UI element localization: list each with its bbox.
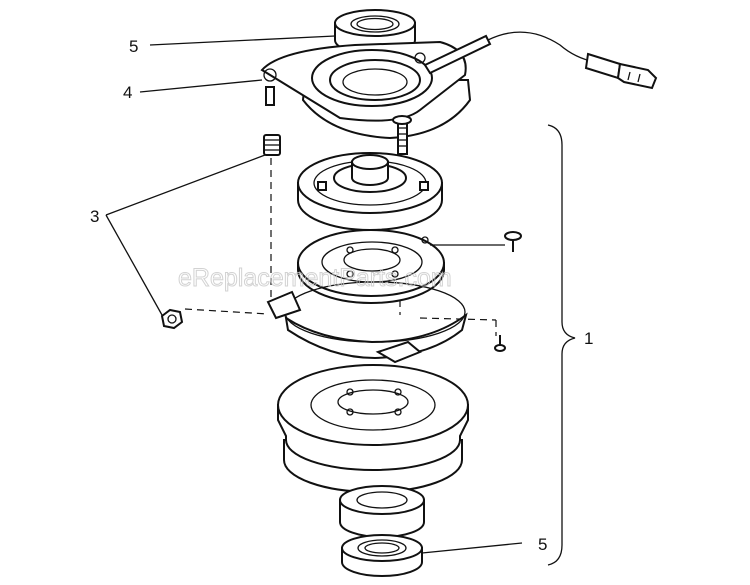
- spring: [263, 134, 281, 300]
- field-coil-flange: [260, 31, 658, 155]
- pulley: [277, 364, 469, 493]
- watermark: eReplacementParts.com: [178, 264, 452, 292]
- leader-3b: [105, 214, 163, 316]
- leader-4: [139, 79, 263, 93]
- callout-3: 3: [90, 207, 99, 226]
- leader-5-bottom: [421, 542, 523, 554]
- hub-spacer: [339, 485, 425, 538]
- callout-5-top: 5: [129, 37, 138, 56]
- rivets: [419, 231, 522, 352]
- callout-5-bottom: 5: [538, 535, 547, 554]
- assembly-bracket: [547, 124, 576, 566]
- callout-1: 1: [584, 329, 593, 348]
- hex-nut: [160, 308, 184, 330]
- brake-band: [184, 281, 468, 364]
- armature-plate: [297, 229, 445, 315]
- leader-3a: [105, 154, 266, 216]
- rotor: [297, 152, 443, 231]
- leader-5-top: [149, 35, 336, 46]
- bearing-bottom: [341, 534, 423, 577]
- callout-4: 4: [123, 83, 132, 102]
